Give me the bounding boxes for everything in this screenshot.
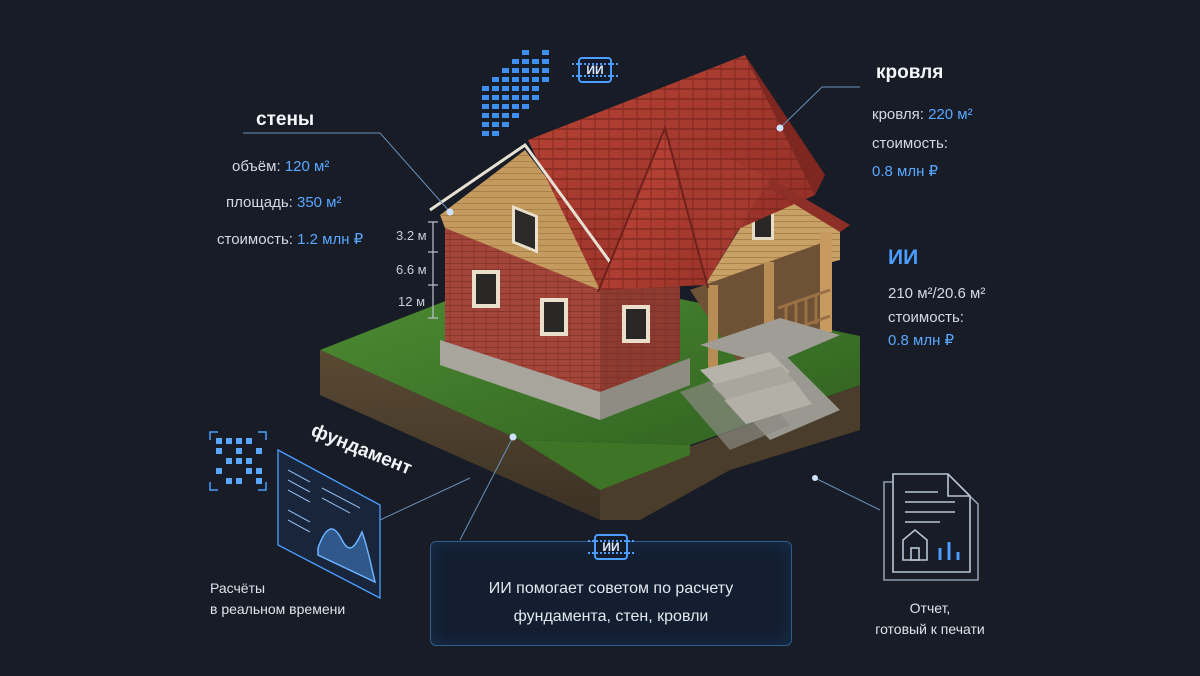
ai-panel-cost-value: 0.8 млн ₽: [888, 332, 955, 349]
realtime-caption: Расчёты в реальном времени: [210, 578, 345, 620]
dimension-label: 6.6 м: [396, 262, 427, 277]
roof-title: кровля: [876, 62, 944, 83]
ai-panel-cost-label: стоимость:: [888, 309, 964, 326]
roof-area-value: 220 м²: [928, 106, 973, 123]
walls-volume-label: объём:: [232, 158, 281, 175]
leader-lines: [243, 86, 881, 541]
roof-area: кровля: 220 м²: [872, 106, 973, 123]
walls-cost-label: стоимость:: [217, 231, 293, 248]
walls-title: стены: [256, 109, 315, 130]
report-caption-line2: готовый к печати: [875, 621, 985, 637]
house-walls: [440, 150, 840, 420]
realtime-caption-line2: в реальном времени: [210, 601, 346, 617]
dimension-label: 12 м: [398, 294, 426, 309]
walls-area-label: площадь:: [226, 194, 293, 211]
dimension-label: 3.2 м: [396, 228, 427, 243]
report-caption: Отчет, готовый к печати: [840, 598, 1020, 640]
porch: [690, 232, 840, 424]
ai-helper-text: ИИ помогает советом по расчету фундамент…: [431, 575, 791, 631]
roof-cost-label: стоимость:: [872, 135, 948, 152]
report-icon: [883, 473, 979, 581]
ai-chip-icon: ИИ: [572, 57, 618, 83]
equalizer-graphic: [482, 50, 549, 136]
walls-area: площадь: 350 м²: [226, 194, 342, 211]
ai-panel-area: 210 м²/20.6 м²: [888, 285, 986, 302]
dimension-bars: [428, 221, 438, 319]
roof-cost-value: 0.8 млн ₽: [872, 163, 939, 180]
roof-area-label: кровля:: [872, 106, 924, 123]
ai-helper-line2: фундамента, стен, кровли: [513, 608, 709, 625]
walls-cost-value: 1.2 млн ₽: [297, 231, 364, 248]
realtime-caption-line1: Расчёты: [210, 580, 266, 596]
walls-volume: объём: 120 м²: [232, 158, 329, 175]
ai-helper-line1: ИИ помогает советом по расчету: [488, 580, 734, 597]
roof: [429, 55, 850, 293]
realtime-graphic: [209, 431, 381, 600]
walls-area-value: 350 м²: [296, 194, 342, 211]
walls-volume-value: 120 м²: [284, 158, 330, 175]
ai-panel-title: ИИ: [888, 246, 919, 269]
walls-cost: стоимость: 1.2 млн ₽: [217, 230, 363, 248]
ai-chip-icon: ИИ: [588, 534, 634, 560]
ai-helper-box: ИИ ИИ помогает советом по расчету фундам…: [430, 534, 792, 646]
report-caption-line1: Отчет,: [909, 600, 951, 616]
